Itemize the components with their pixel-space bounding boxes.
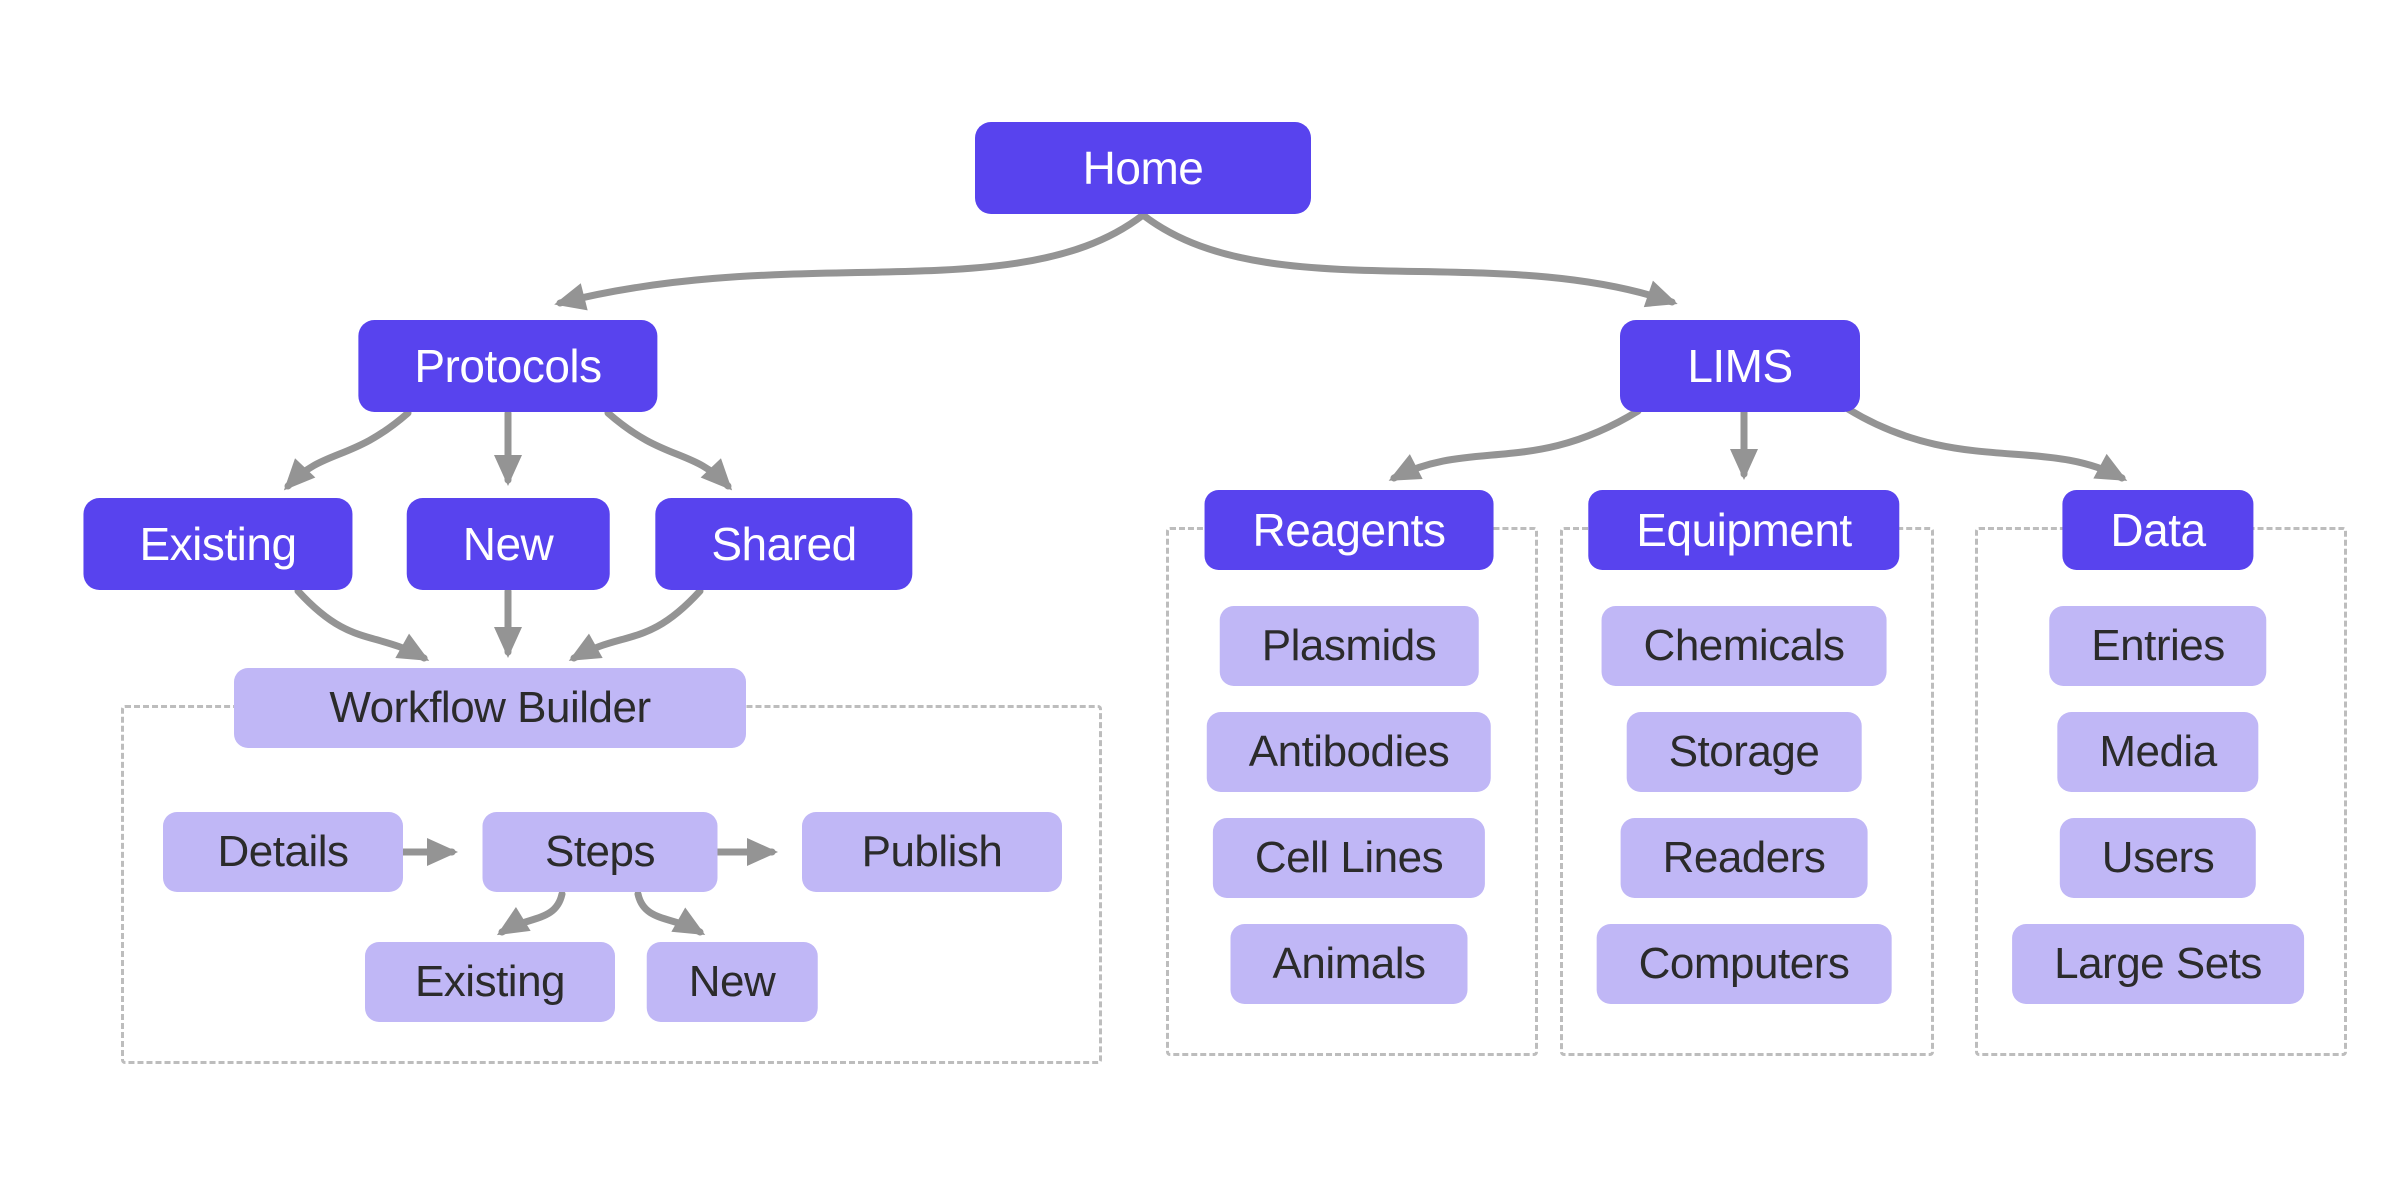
arrow-lims-data (1844, 405, 2128, 482)
node-steps-new: New (646, 942, 818, 1022)
arrow-steps-new (634, 890, 706, 936)
node-computers: Computers (1596, 924, 1892, 1004)
node-readers: Readers (1620, 818, 1868, 898)
arrow-shared-workflow (568, 587, 704, 662)
node-chemicals: Chemicals (1601, 606, 1887, 686)
node-publish: Publish (802, 812, 1062, 892)
node-lims: LIMS (1620, 320, 1860, 412)
node-antibodies: Antibodies (1206, 712, 1492, 792)
node-large-sets: Large Sets (2012, 924, 2304, 1004)
node-plasmids: Plasmids (1219, 606, 1479, 686)
node-steps-existing: Existing (365, 942, 615, 1022)
node-storage: Storage (1626, 712, 1862, 792)
arrow-existing-workflow (294, 587, 430, 662)
node-protocols: Protocols (358, 320, 658, 412)
node-users: Users (2059, 818, 2257, 898)
node-home: Home (975, 122, 1311, 214)
node-workflow-builder: Workflow Builder (234, 668, 746, 748)
node-data: Data (2062, 490, 2254, 570)
arrow-protocols-shared (604, 409, 733, 491)
node-cell-lines: Cell Lines (1212, 818, 1486, 898)
arrow-steps-existing (496, 890, 566, 936)
node-entries: Entries (2049, 606, 2267, 686)
node-existing: Existing (83, 498, 353, 590)
node-steps: Steps (482, 812, 718, 892)
arrow-home-protocols (554, 211, 1147, 311)
arrow-home-lims (1139, 211, 1678, 308)
node-shared: Shared (655, 498, 913, 590)
arrow-lims-reagents (1388, 407, 1642, 482)
node-new: New (406, 498, 610, 590)
arrow-protocols-existing (283, 409, 412, 491)
node-details: Details (163, 812, 403, 892)
node-animals: Animals (1230, 924, 1468, 1004)
node-reagents: Reagents (1204, 490, 1494, 570)
node-equipment: Equipment (1588, 490, 1900, 570)
node-media: Media (2057, 712, 2259, 792)
